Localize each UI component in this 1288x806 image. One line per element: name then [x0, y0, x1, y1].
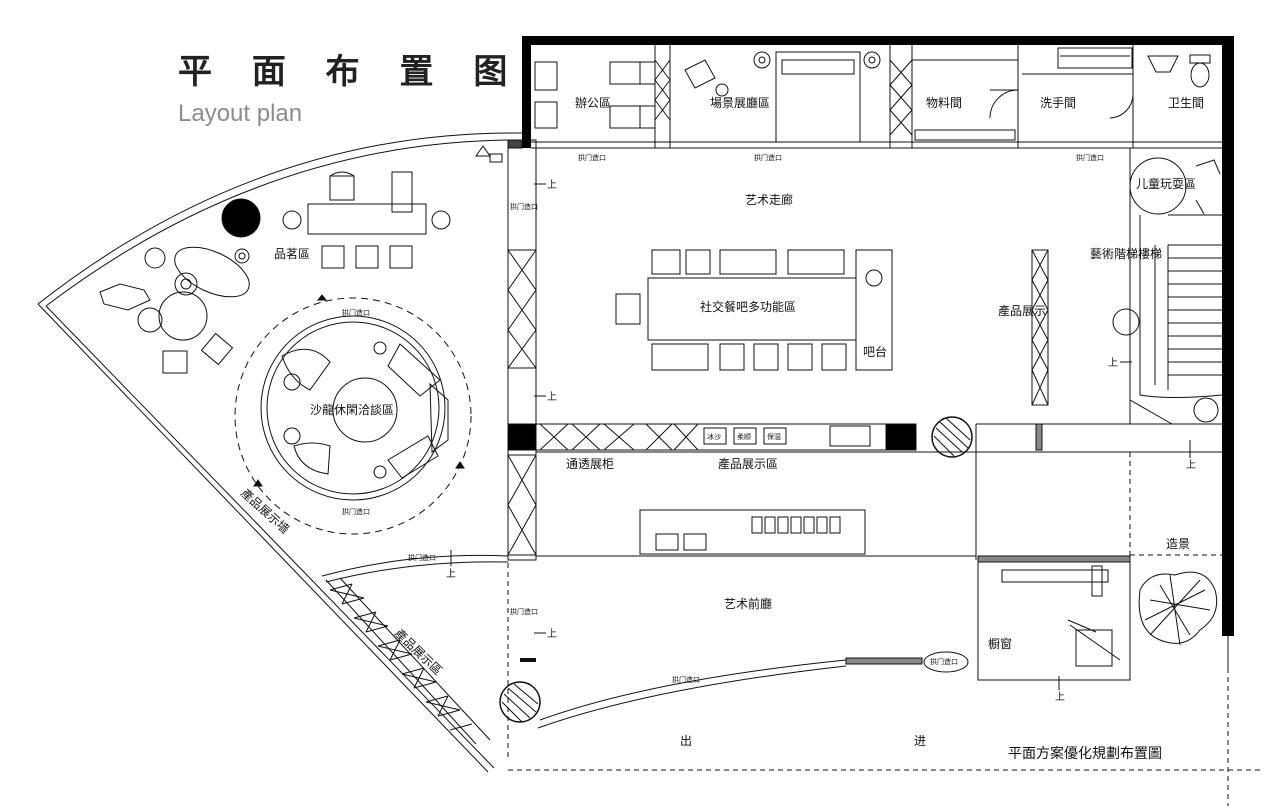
up-label: 上: [547, 179, 557, 191]
label-product-display: 產品展示: [998, 303, 1046, 318]
label-social-dining: 社交餐吧多功能區: [700, 299, 796, 314]
label-tea-area: 品茗區: [274, 247, 310, 261]
label-kids-play: 儿童玩耍區: [1136, 176, 1196, 191]
door-label: 拱门造口: [754, 153, 782, 162]
label-see-through-cabinet: 通透展柜: [566, 457, 614, 471]
door-label: 拱门造口: [930, 657, 958, 666]
label-art-corridor: 艺术走廊: [745, 192, 793, 207]
up-label: 上: [547, 628, 557, 640]
label-product-display-area: 產品展示區: [718, 456, 778, 471]
label-exit: 出: [680, 734, 692, 748]
top-rooms: [531, 45, 1222, 149]
label-product-wall-outer: 產品展示墙: [238, 485, 293, 536]
up-label: 上: [1055, 691, 1065, 703]
stairs: [1139, 214, 1223, 398]
label-storage: 物料間: [926, 96, 962, 110]
up-label: 上: [1108, 357, 1118, 369]
up-label: 上: [1186, 459, 1196, 471]
label-scene-display: 場景展廳區: [710, 95, 770, 110]
door-label: 拱门造口: [1076, 153, 1104, 162]
label-bar: 吧台: [863, 344, 887, 359]
door-label: 拱门造口: [408, 553, 436, 562]
door-label: 拱门造口: [672, 675, 700, 684]
up-label: 上: [547, 391, 557, 403]
shelf-label: 冰沙: [707, 432, 721, 441]
main-hall: [499, 139, 1260, 806]
label-art-lobby: 艺术前廳: [724, 596, 772, 611]
label-washroom: 洗手間: [1040, 96, 1076, 110]
label-landscape: 造景: [1166, 537, 1190, 551]
stair-arrows: [450, 183, 1191, 690]
label-toilet: 卫生間: [1168, 96, 1204, 110]
outer-walls: [522, 36, 1234, 668]
up-label: 上: [446, 568, 456, 580]
shelf-label: 保湿: [767, 432, 781, 441]
door-label: 拱门造口: [578, 153, 606, 162]
curved-wing: [37, 132, 523, 773]
label-window: 橱窗: [988, 637, 1012, 651]
page-subtitle: Layout plan: [178, 100, 303, 127]
door-label: 拱门造口: [510, 607, 538, 616]
page-title: 平 面 布 置 图: [178, 52, 522, 92]
footer-caption: 平面方案優化規劃布置圖: [1008, 745, 1162, 762]
label-enter: 进: [914, 734, 926, 748]
door-label: 拱门造口: [342, 507, 370, 516]
label-office: 辦公區: [575, 96, 611, 110]
shelf-label: 柔顺: [737, 432, 751, 441]
door-label: 拱门造口: [510, 202, 538, 211]
label-salon: 沙龍休閑洽談區: [310, 402, 394, 417]
label-art-stairs: 藝術階梯樓梯: [1090, 246, 1162, 261]
door-label: 拱门造口: [342, 308, 370, 317]
tree-icon: [1138, 571, 1218, 646]
